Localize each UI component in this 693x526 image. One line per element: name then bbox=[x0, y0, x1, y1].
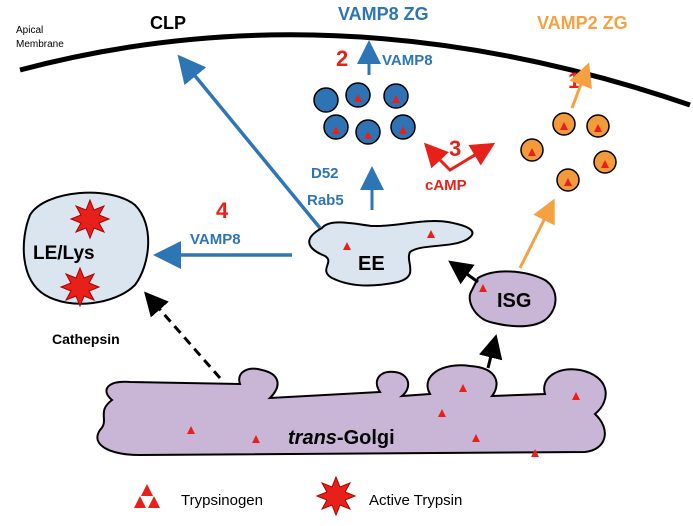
early-endosome bbox=[308, 220, 474, 287]
step-2-number: 2 bbox=[336, 46, 348, 71]
clp-label: CLP bbox=[150, 13, 186, 33]
trypsinogen-icon bbox=[472, 434, 480, 442]
vamp8-top-label: VAMP8 bbox=[382, 52, 433, 69]
trypsinogen-icon bbox=[252, 435, 260, 443]
vamp2-granule-trypsinogen bbox=[528, 122, 609, 186]
trypsinogen-icon bbox=[343, 242, 351, 250]
trypsinogen-icon bbox=[364, 131, 372, 139]
vamp8-granule-trypsinogen bbox=[332, 94, 407, 139]
trypsinogen-icon bbox=[427, 230, 435, 238]
trypsinogen-icon bbox=[560, 122, 568, 130]
cathepsin-label: Cathepsin bbox=[52, 331, 120, 347]
trans-golgi-label: trans-Golgi bbox=[288, 427, 395, 449]
legend-active-trypsin-label: Active Trypsin bbox=[369, 492, 462, 509]
late-endosome-lysosome bbox=[22, 191, 150, 305]
active-trypsin-icon bbox=[69, 198, 111, 240]
trypsinogen-icon bbox=[187, 426, 195, 434]
apical-label-line2: Membrane bbox=[16, 39, 64, 50]
vamp2-zg-title: VAMP2 ZG bbox=[537, 13, 628, 33]
vamp8-granule-cluster bbox=[313, 82, 416, 145]
trypsinogen-icon bbox=[601, 160, 609, 168]
isg-to-ee-arrow bbox=[448, 260, 479, 285]
trypsinogen-icon bbox=[479, 284, 487, 292]
vamp8-left-label: VAMP8 bbox=[190, 231, 241, 248]
d52-label: D52 bbox=[311, 165, 339, 182]
trypsinogen-legend-icon bbox=[134, 484, 160, 508]
trypsinogen-icon bbox=[572, 392, 580, 400]
trypsinogen-icon bbox=[392, 95, 400, 103]
trypsinogen-icon bbox=[564, 178, 572, 186]
isg-label: ISG bbox=[497, 290, 531, 312]
golgi-trypsinogen bbox=[187, 384, 580, 457]
clp-arrow bbox=[177, 54, 322, 230]
isg-to-vamp2zg-arrow bbox=[518, 198, 555, 269]
trypsinogen-icon bbox=[531, 449, 539, 457]
rab5-label: Rab5 bbox=[307, 192, 344, 209]
golgi-to-isg-arrow bbox=[478, 334, 503, 369]
trypsinogen-icon bbox=[528, 148, 536, 156]
lelys-label: LE/Lys bbox=[33, 243, 95, 264]
trypsinogen-icon bbox=[459, 384, 467, 392]
trypsinogen-icon bbox=[438, 409, 446, 417]
ee-label: EE bbox=[358, 253, 385, 275]
legend-trypsinogen-label: Trypsinogen bbox=[181, 492, 263, 509]
camp-label: cAMP bbox=[425, 177, 467, 194]
step-3-number: 3 bbox=[449, 136, 461, 161]
apical-label-line1: Apical bbox=[16, 25, 43, 36]
legend: Trypsinogen Active Trypsin bbox=[134, 475, 462, 517]
golgi-italic: trans bbox=[288, 427, 337, 449]
step-4-number: 4 bbox=[216, 198, 229, 223]
golgi-to-lys-arrow bbox=[144, 291, 222, 379]
trans-golgi bbox=[96, 364, 607, 457]
vamp8-zg-title: VAMP8 ZG bbox=[338, 4, 429, 24]
trypsinogen-icon bbox=[354, 94, 362, 102]
immature-secretory-granule bbox=[468, 270, 557, 328]
active-trypsin-legend-icon bbox=[315, 475, 357, 517]
golgi-rest: -Golgi bbox=[337, 427, 395, 449]
camp-arrow-left bbox=[423, 142, 450, 169]
camp-arrow-right bbox=[468, 142, 496, 166]
vamp2-exocytosis-arrow bbox=[569, 62, 592, 109]
trypsinogen-icon bbox=[332, 126, 340, 134]
active-trypsin-icon bbox=[59, 266, 101, 308]
vamp8-granule bbox=[313, 87, 339, 113]
trypsinogen-icon bbox=[399, 126, 407, 134]
trypsinogen-icon bbox=[594, 124, 602, 132]
